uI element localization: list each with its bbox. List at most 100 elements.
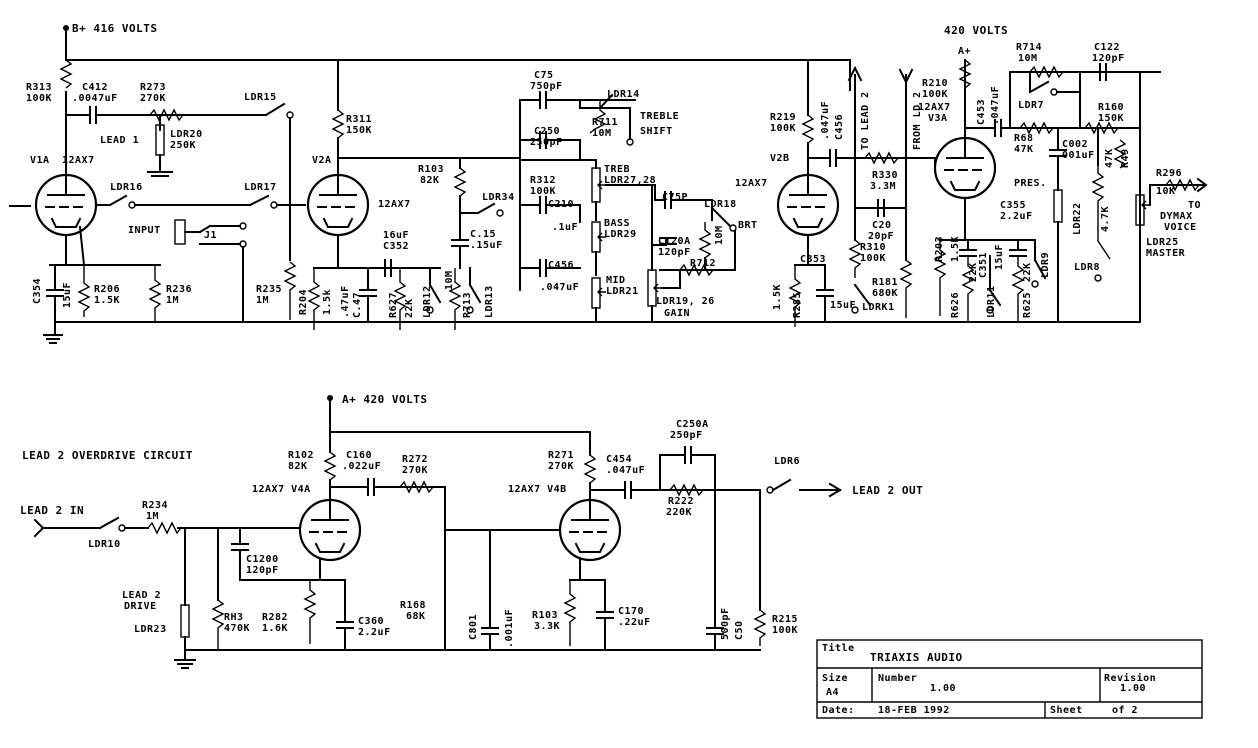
ldr9-label: LDR9: [1040, 252, 1051, 278]
c15-value: .15uF: [470, 240, 503, 251]
to-label: TO: [1188, 200, 1201, 211]
c412-label: C412: [82, 82, 108, 93]
c170-label: C170: [618, 606, 644, 617]
r236-value: 1M: [166, 295, 179, 306]
c47-label: C.47: [352, 292, 363, 318]
lead2out-label: LEAD 2 OUT: [852, 484, 923, 497]
c170-value: .22uF: [618, 617, 651, 628]
r712-label: R712: [690, 258, 716, 269]
bass-label: BASS: [604, 218, 630, 229]
gain-label: GAIN: [664, 308, 690, 319]
c160-value: .022uF: [342, 461, 381, 472]
r296-label: R296: [1156, 168, 1182, 179]
r103b-label: R103: [532, 610, 558, 621]
v3a-label: V3A: [928, 113, 948, 124]
lower-supply-label: A+ 420 VOLTS: [342, 393, 427, 406]
title-block: [816, 639, 1203, 719]
c360-label: C360: [358, 616, 384, 627]
c351-value: 15uF: [994, 244, 1005, 270]
c002-value: 001uF: [1062, 150, 1095, 161]
r222-value: 220K: [666, 507, 692, 518]
r711-label: R711: [592, 117, 618, 128]
pres-label: PRES.: [1014, 178, 1047, 189]
r210-label: R210: [922, 78, 948, 89]
voice-label: VOICE: [1164, 222, 1197, 233]
ldr20-value: 250K: [170, 140, 196, 151]
r47-label: 4.7K: [1100, 206, 1111, 232]
r627-value: 22K: [404, 298, 415, 318]
r625-value: 22K: [1022, 262, 1033, 282]
c454-label: C454: [606, 454, 632, 465]
r103b-value: 3.3K: [534, 621, 560, 632]
r168-value: 68K: [406, 611, 426, 622]
r49-value: 47K: [1104, 148, 1115, 168]
lead1-label: LEAD 1: [100, 135, 139, 146]
r285-label: R285: [792, 292, 803, 318]
ldr18-label: LDR18: [704, 199, 737, 210]
r102-label: R102: [288, 450, 314, 461]
ldr12-label: LDR12: [422, 285, 433, 318]
ldr25-label: LDR25: [1146, 237, 1179, 248]
c160-label: C160: [346, 450, 372, 461]
ldr10-label: LDR10: [88, 539, 121, 550]
c352-label: C352: [383, 241, 409, 252]
rh3-value: 470K: [224, 623, 250, 634]
r271-value: 270K: [548, 461, 574, 472]
r713-label: R713: [462, 292, 473, 318]
revision-caption: Revision: [1104, 672, 1156, 684]
r160-label: R160: [1098, 102, 1124, 113]
master-label: MASTER: [1146, 248, 1186, 259]
supply-b-label: B+ 416 VOLTS: [72, 22, 157, 35]
v4a-label: 12AX7 V4A: [252, 484, 311, 495]
c120a-label: C120A: [658, 236, 691, 247]
r310-label: R310: [860, 242, 886, 253]
v2b-label: V2B: [770, 153, 790, 164]
size-caption: Size: [822, 672, 848, 684]
r714-value: 10M: [1018, 53, 1038, 64]
lead2in-label: LEAD 2 IN: [20, 504, 84, 517]
size-value: A4: [826, 687, 839, 698]
r235-label: R235: [256, 284, 282, 295]
c1200-value: 120pF: [246, 565, 279, 576]
r272-value: 270K: [402, 465, 428, 476]
lower-title: LEAD 2 OVERDRIVE CIRCUIT: [22, 449, 193, 462]
r626-label: R626: [950, 292, 961, 318]
c250-label: C250: [534, 126, 560, 137]
r102-value: 82K: [288, 461, 308, 472]
r311-label: R311: [346, 114, 372, 125]
v1a-label: V1A: [30, 155, 50, 166]
a-plus-label: A+: [958, 46, 971, 57]
tolead2-label: TO LEAD 2: [860, 91, 871, 150]
title-caption: Title: [822, 642, 855, 654]
c50-value: 500pF: [720, 607, 731, 640]
r236-label: R236: [166, 284, 192, 295]
c210-label: C210: [548, 199, 574, 210]
c355-label: C355: [1000, 200, 1026, 211]
date-caption: Date:: [822, 705, 855, 716]
r312-value: 100K: [530, 186, 556, 197]
c122-value: 120pF: [1092, 53, 1125, 64]
r282-label: R282: [262, 612, 288, 623]
c15-label: C.15: [470, 229, 496, 240]
ldr16-label: LDR16: [110, 182, 143, 193]
c354-value: 15uF: [62, 282, 73, 308]
v4b-label: 12AX7 V4B: [508, 484, 567, 495]
r234-label: R234: [142, 500, 168, 511]
r330-label: R330: [872, 170, 898, 181]
sheet-value: of 2: [1112, 705, 1138, 716]
r215-label: R215: [772, 614, 798, 625]
r49-label: R49: [1120, 148, 1131, 168]
c352-value: 16uF: [383, 230, 409, 241]
drive-label: DRIVE: [124, 601, 157, 612]
c354-label: C354: [32, 278, 43, 304]
c250a-label: C250A: [676, 419, 709, 430]
r296-value: 10K: [1156, 186, 1176, 197]
ldr17-label: LDR17: [244, 182, 277, 193]
r206-value: 1.5K: [94, 295, 120, 306]
r181-label: R181: [872, 277, 898, 288]
r282-value: 1.6K: [262, 623, 288, 634]
ldr34-label: LDR34: [482, 192, 515, 203]
v2b-type: 12AX7: [735, 178, 768, 189]
r219-value: 100K: [770, 123, 796, 134]
